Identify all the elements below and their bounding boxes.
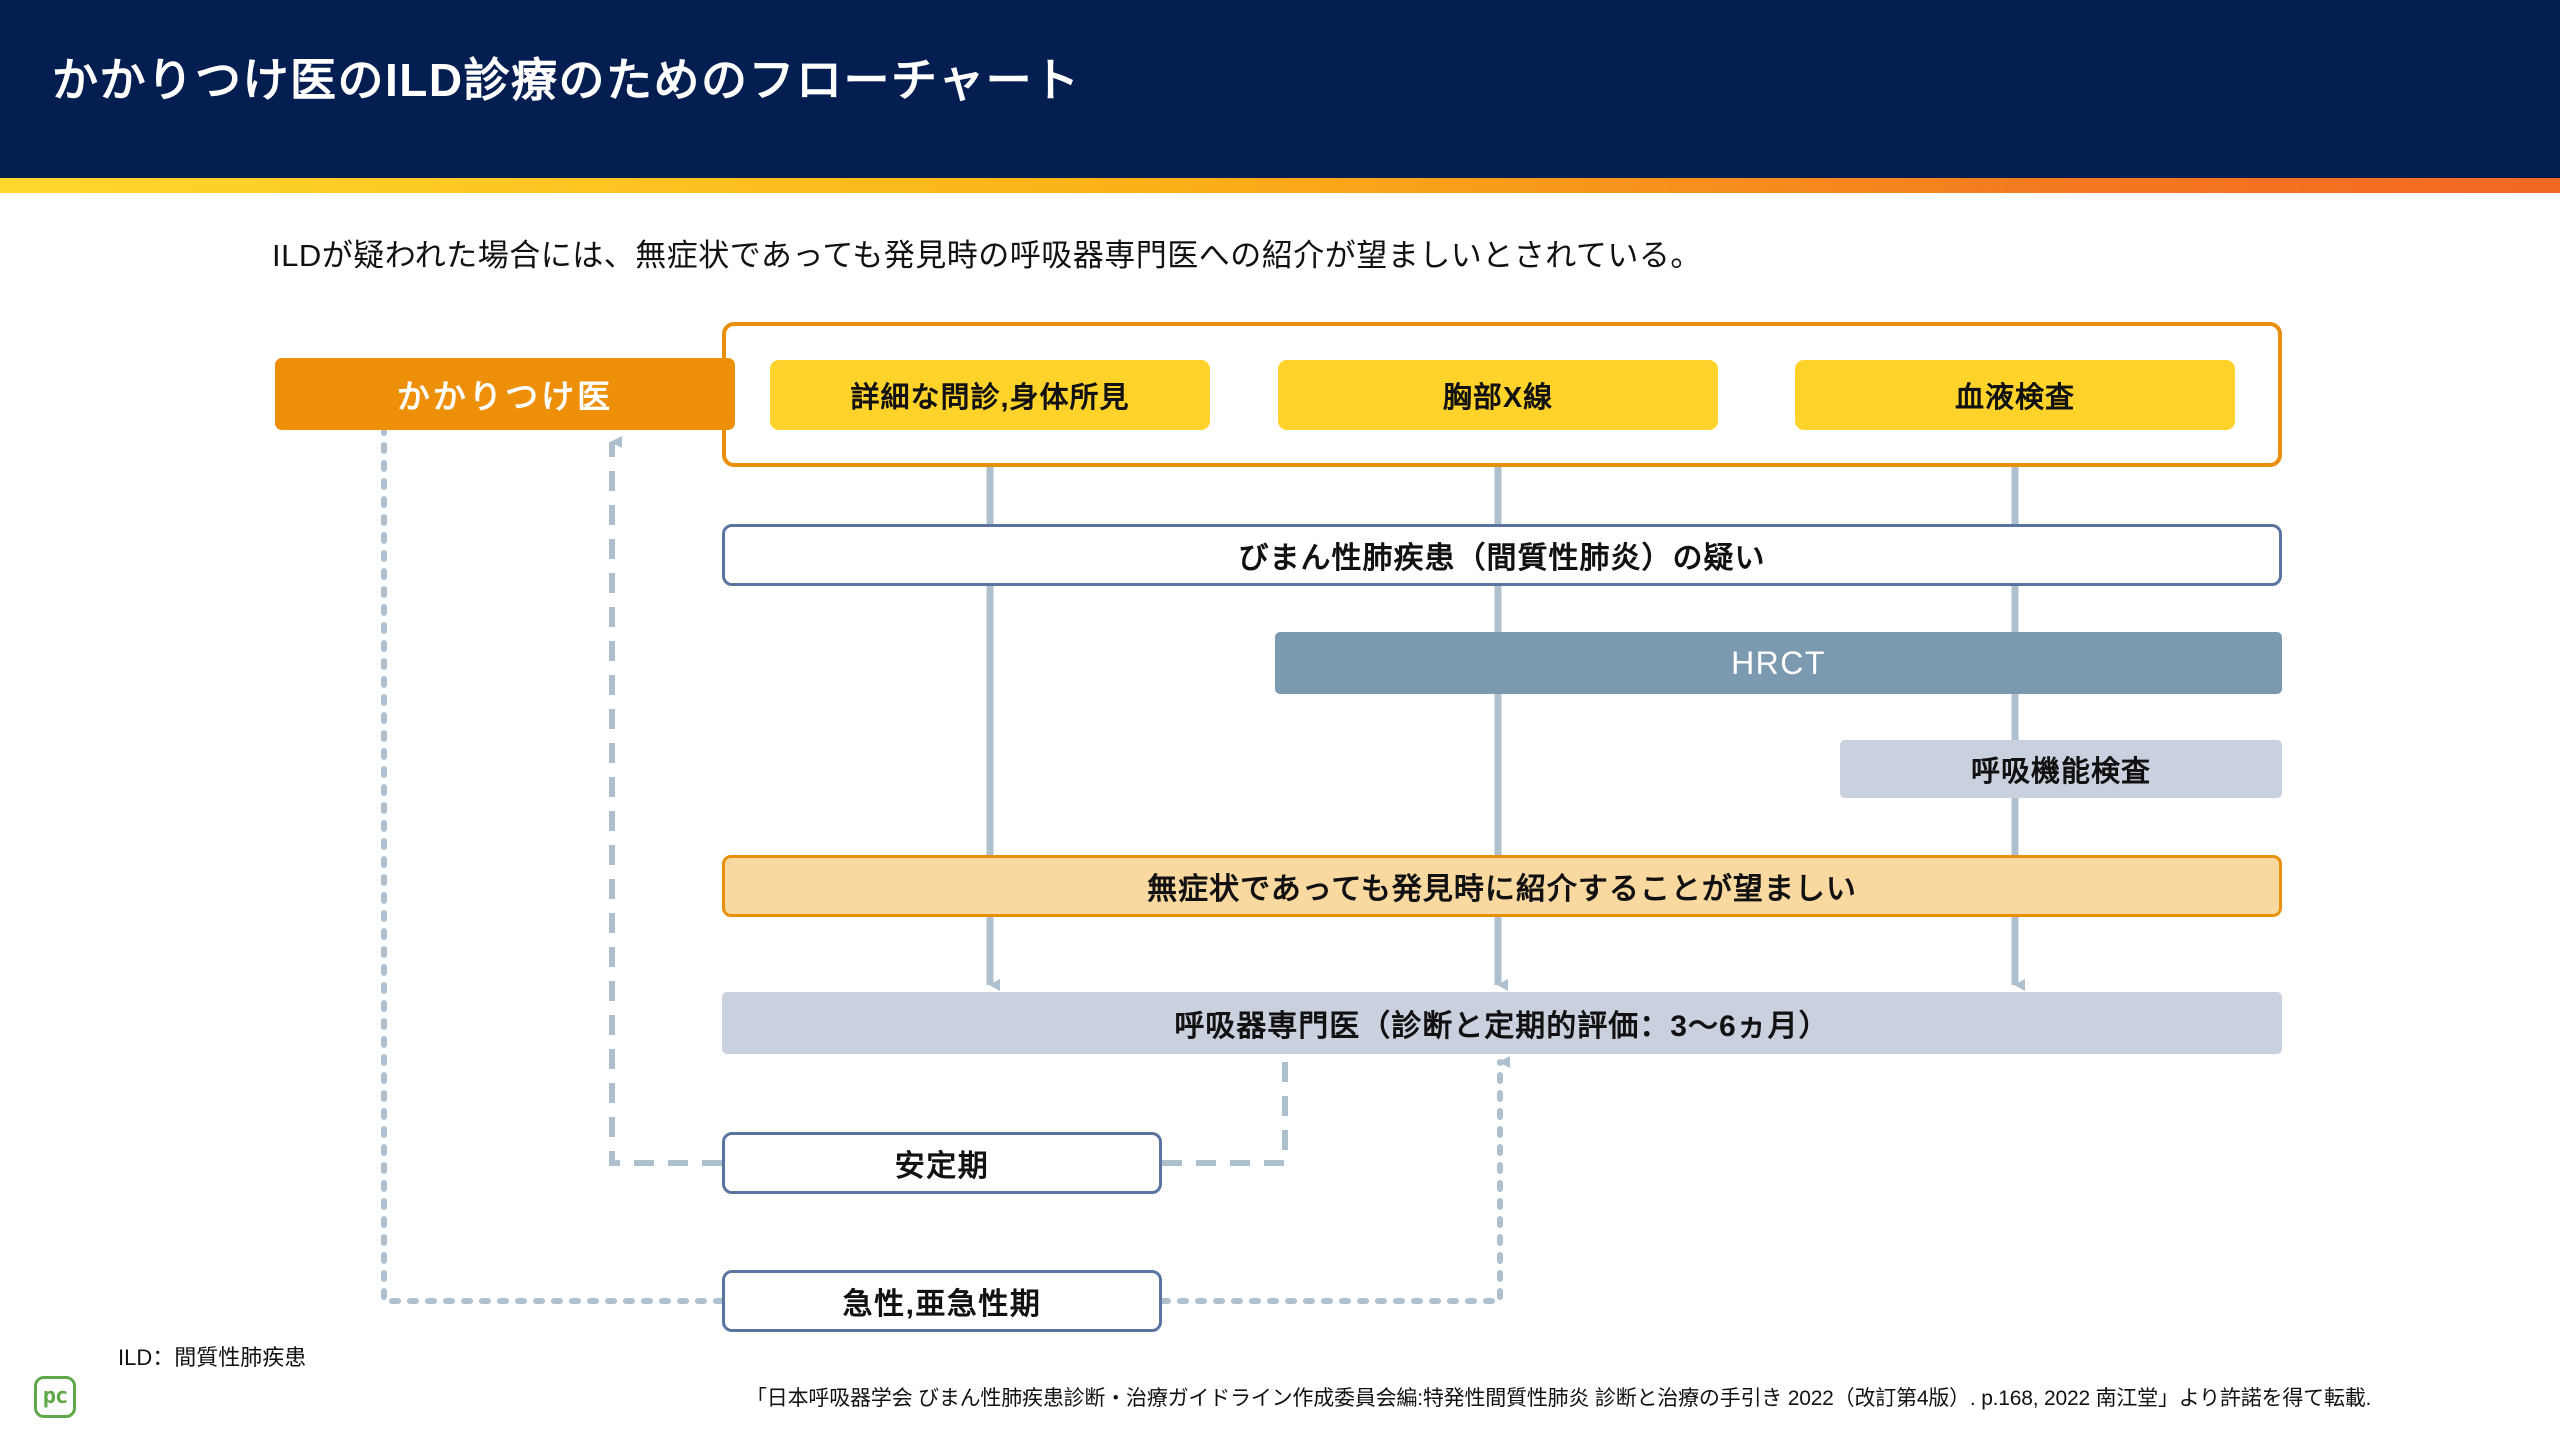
test-box-chest-xray[interactable]: 胸部X線: [1278, 360, 1718, 430]
stable-phase-box[interactable]: 安定期: [722, 1132, 1162, 1194]
test-box-history-exam[interactable]: 詳細な問診,身体所見: [770, 360, 1210, 430]
abbreviation-legend: ILD：間質性肺疾患: [118, 1345, 307, 1370]
test-box-blood-test-label: 血液検査: [1954, 382, 2075, 414]
hrct-box[interactable]: HRCT: [1275, 632, 2282, 694]
page-title: かかりつけ医のILD診療のためのフローチャート: [52, 54, 1081, 106]
pcp-tab-label: かかりつけ医: [396, 378, 614, 415]
test-box-chest-xray-label: 胸部X線: [1442, 382, 1554, 414]
header-bar: かかりつけ医のILD診療のためのフローチャート: [0, 0, 2560, 178]
suspicion-box[interactable]: びまん性肺疾患（間質性肺炎）の疑い: [722, 524, 2282, 586]
stable-phase-label: 安定期: [894, 1150, 990, 1183]
specialist-box-label: 呼吸器専門医（診断と定期的評価：3〜6ヵ月）: [1174, 1010, 1830, 1043]
pulmonary-function-test-label: 呼吸機能検査: [1970, 756, 2151, 788]
test-box-history-exam-label: 詳細な問診,身体所見: [850, 382, 1130, 414]
referral-recommendation-box[interactable]: 無症状であっても発見時に紹介することが望ましい: [722, 855, 2282, 917]
specialist-box[interactable]: 呼吸器専門医（診断と定期的評価：3〜6ヵ月）: [722, 992, 2282, 1054]
accent-gradient-bar: [0, 178, 2560, 193]
pc-logo-icon: pc: [34, 1376, 76, 1418]
pc-logo-text: pc: [42, 1384, 68, 1409]
suspicion-box-label: びまん性肺疾患（間質性肺炎）の疑い: [1238, 542, 1766, 575]
citation-text: 「日本呼吸器学会 びまん性肺疾患診断・治療ガイドライン作成委員会編:特発性間質性…: [746, 1387, 2372, 1410]
subtitle-text: ILDが疑われた場合には、無症状であっても発見時の呼吸器専門医への紹介が望ましい…: [272, 238, 1702, 273]
hrct-box-label: HRCT: [1731, 644, 1826, 681]
pcp-tab[interactable]: かかりつけ医: [275, 358, 735, 430]
pulmonary-function-test-box[interactable]: 呼吸機能検査: [1840, 740, 2282, 798]
acute-phase-label: 急性,亜急性期: [842, 1288, 1042, 1321]
acute-phase-box[interactable]: 急性,亜急性期: [722, 1270, 1162, 1332]
test-box-blood-test[interactable]: 血液検査: [1795, 360, 2235, 430]
referral-recommendation-label: 無症状であっても発見時に紹介することが望ましい: [1147, 873, 1857, 906]
